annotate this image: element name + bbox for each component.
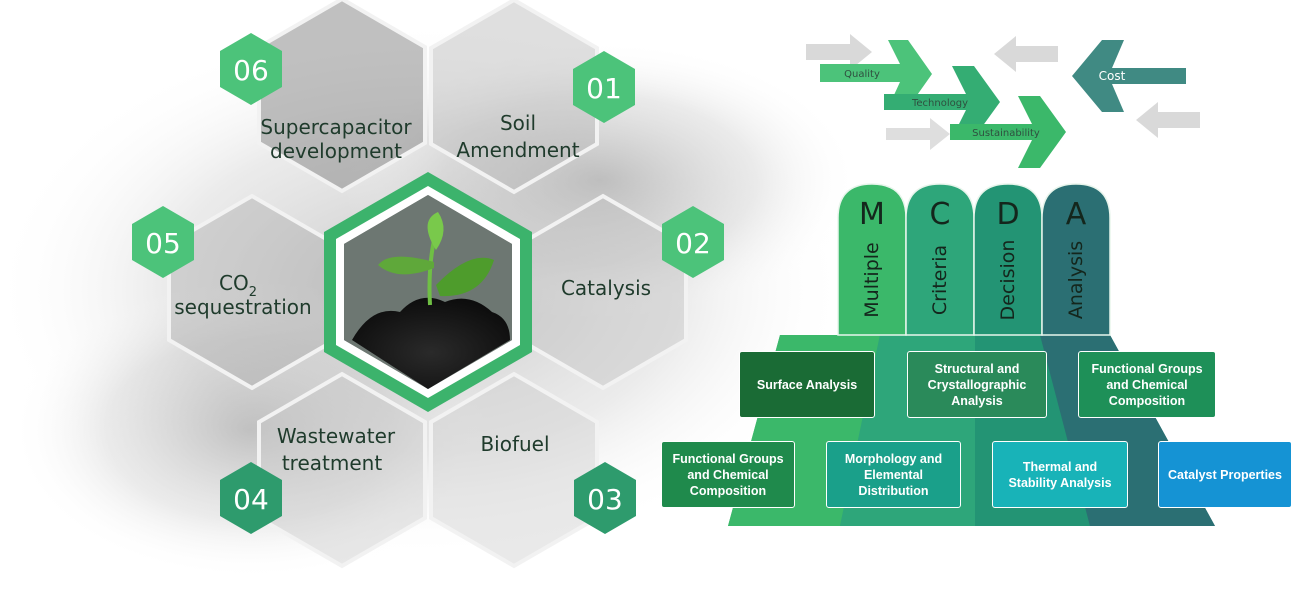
label-wastewater-line1: Wastewater [277,424,396,448]
label-wastewater-line2: treatment [282,451,382,475]
box-functional-groups-lower: Functional Groups and Chemical Compositi… [661,441,795,508]
badge-04: 04 [220,462,282,534]
pillar-c-letter: C [930,197,951,232]
box-morphology: Morphology and Elemental Distribution [826,441,961,508]
pillar-a [1041,183,1111,336]
technology-label: Technology [911,98,968,109]
pillar-c [905,183,975,336]
sustainability-label: Sustainability [972,128,1040,139]
technology-arrow [884,66,1000,138]
pillar-a-word: Analysis [1065,241,1087,319]
pillar-a-letter: A [1066,197,1087,232]
pillar-m [837,183,907,336]
badge-02: 02 [662,206,724,278]
badge-01-number: 01 [586,72,622,105]
pillar-d [973,183,1043,336]
cost-arrow [1072,40,1186,112]
hex-01 [429,0,599,195]
hex-04 [257,371,427,569]
box-structural-analysis: Structural and Crystallographic Analysis [907,351,1047,418]
label-co2-main: CO [219,271,249,295]
badge-05-number: 05 [145,227,181,260]
badge-01: 01 [573,51,635,123]
mcda-pillars: M C D A Multiple Criteria Decision Analy… [837,183,1111,336]
pillar-m-letter: M [859,197,885,232]
application-labels: Supercapacitor development Soil Amendmen… [174,111,651,475]
soil-image [352,297,510,389]
box-functional-groups-upper: Functional Groups and Chemical Compositi… [1078,351,1216,418]
pillar-d-letter: D [996,197,1019,232]
box-catalyst-properties: Catalyst Properties [1158,441,1292,508]
badge-06-number: 06 [233,54,269,87]
label-co2-sub: 2 [249,285,257,300]
box-surface-analysis: Surface Analysis [739,351,875,418]
label-supercapacitor-line1: Supercapacitor [260,115,412,139]
pillar-c-word: Criteria [929,245,951,315]
label-catalysis: Catalysis [561,276,651,300]
badge-04-number: 04 [233,483,269,516]
sprout-leaf-top [427,212,444,250]
label-soil-line2: Amendment [456,138,579,162]
pillar-d-word: Decision [997,240,1019,321]
badge-03: 03 [574,462,636,534]
badge-06: 06 [220,33,282,105]
badge-02-number: 02 [675,227,711,260]
cost-label: Cost [1099,69,1126,83]
label-biofuel: Biofuel [480,432,549,456]
pillar-m-word: Multiple [861,242,883,317]
sprout-leaf-right [436,257,494,297]
box-thermal-stability: Thermal and Stability Analysis [992,441,1128,508]
quality-label: Quality [844,69,880,80]
criteria-arrows: Quality Technology Sustainability Cost [806,34,1200,168]
center-hexagon [324,172,532,412]
sustainability-arrow [950,96,1066,168]
label-soil-line1: Soil [500,111,536,135]
label-co2: CO2 [219,271,257,300]
quality-arrow [820,40,932,108]
badge-03-number: 03 [587,483,623,516]
hex-03 [429,371,599,569]
label-supercapacitor-line2: development [270,139,402,163]
sprout-leaf-left [378,256,434,275]
number-badges: 06 01 02 03 04 05 [132,33,724,534]
label-sequestration: sequestration [174,295,311,319]
badge-05: 05 [132,206,194,278]
